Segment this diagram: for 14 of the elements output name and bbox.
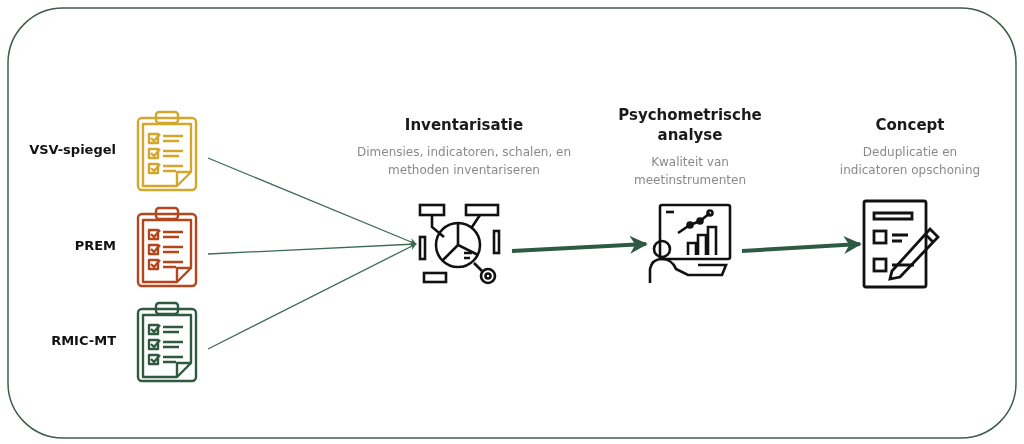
arrow <box>207 240 417 255</box>
step-description: Kwaliteit van meetinstrumenten <box>633 154 747 189</box>
questionnaire-label: VSV-spiegel <box>29 142 116 157</box>
arrow <box>741 236 862 254</box>
step-description: Dimensies, indicatoren, schalen, en methoden inventariseren <box>356 144 572 179</box>
questionnaire-label: PREM <box>74 238 116 253</box>
arrow <box>207 157 417 245</box>
arrow <box>207 243 417 350</box>
arrow <box>511 235 648 254</box>
step-title: Concept <box>874 115 946 135</box>
questionnaire-label: RMIC-MT <box>51 333 116 348</box>
step-title: Inventarisatie <box>403 115 525 135</box>
step-title: Psychometrische analyse <box>617 105 763 145</box>
step-description: Deduplicatie en indicatoren opschoning <box>838 144 982 179</box>
